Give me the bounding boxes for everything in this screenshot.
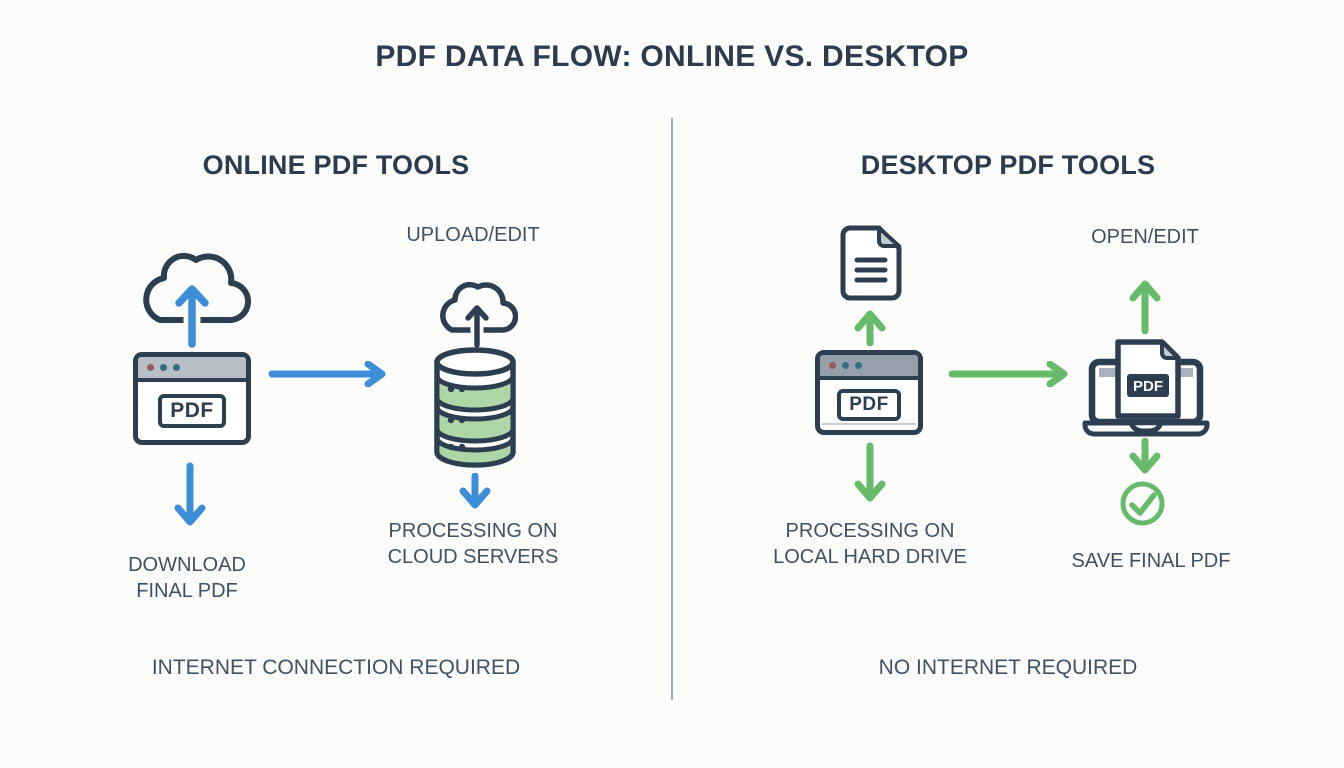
app-window-icon: PDF [815, 350, 923, 435]
window-dot-icon [829, 362, 836, 369]
pdf-badge: PDF [158, 394, 226, 428]
diagram-title: PDF DATA FLOW: ONLINE VS. DESKTOP [375, 40, 969, 73]
window-dot-icon [855, 362, 862, 369]
arrow-up-icon [1129, 280, 1161, 334]
save-final-pdf-label: SAVE FINAL PDF [1071, 550, 1231, 572]
download-final-pdf-label: DOWNLOAD FINAL PDF [128, 554, 246, 603]
arrow-right-icon [948, 361, 1068, 387]
arrow-down-icon [459, 473, 491, 509]
window-dot-icon [147, 364, 154, 371]
cloud-upload-icon [143, 252, 252, 348]
arrow-down-icon [174, 462, 206, 526]
no-internet-label: NO INTERNET REQUIRED [878, 656, 1138, 679]
laptop-pdf-icon: PDF [1082, 339, 1210, 437]
processing-cloud-label: PROCESSING ON CLOUD SERVERS [387, 520, 559, 569]
arrow-up-icon [854, 310, 886, 346]
online-heading: ONLINE PDF TOOLS [202, 150, 470, 180]
center-divider [671, 118, 673, 700]
window-statusline [822, 423, 916, 425]
check-circle-icon [1120, 481, 1165, 526]
internet-required-label: INTERNET CONNECTION REQUIRED [151, 656, 521, 679]
arrow-down-icon [854, 442, 886, 502]
window-dot-icon [160, 364, 167, 371]
open-edit-label: OPEN/EDIT [1091, 226, 1199, 248]
window-dot-icon [842, 362, 849, 369]
database-servers-icon [434, 347, 516, 468]
app-window-body: PDF [820, 380, 918, 430]
laptop-pdf-badge: PDF [1133, 378, 1163, 395]
arrow-right-icon [268, 361, 386, 387]
browser-body: PDF [138, 382, 246, 440]
app-window-titlebar [820, 355, 918, 380]
document-icon [840, 225, 902, 301]
processing-local-label: PROCESSING ON LOCAL HARD DRIVE [773, 520, 967, 569]
cloud-small-icon [440, 281, 518, 348]
pdf-badge: PDF [837, 389, 901, 421]
arrow-down-icon [1129, 438, 1161, 474]
upload-edit-label: UPLOAD/EDIT [406, 224, 540, 246]
window-dot-icon [173, 364, 180, 371]
desktop-heading: DESKTOP PDF TOOLS [860, 150, 1156, 180]
browser-titlebar [138, 357, 246, 382]
browser-window-icon: PDF [133, 352, 251, 445]
